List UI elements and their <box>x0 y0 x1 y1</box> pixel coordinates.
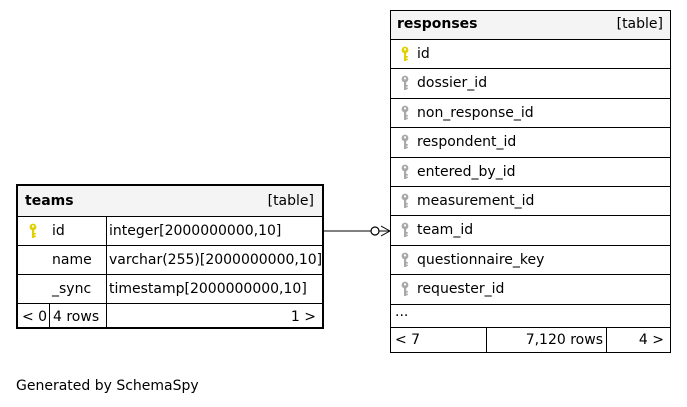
table-header <box>391 11 670 39</box>
foreign-key-icon <box>401 75 409 91</box>
row-divider <box>391 127 670 128</box>
foreign-key-icon <box>401 222 409 238</box>
column-name: id <box>417 46 430 62</box>
column-divider <box>606 327 607 352</box>
table-name: teams <box>25 193 74 209</box>
column-name: requester_id <box>417 281 505 297</box>
column-type: timestamp[2000000000,10] <box>109 281 307 297</box>
column-name: entered_by_id <box>417 164 516 180</box>
column-type: integer[2000000000,10] <box>109 223 282 239</box>
table-header <box>18 186 322 216</box>
column-name: team_id <box>417 222 474 238</box>
row-count: 7,120 rows <box>525 332 603 348</box>
foreign-key-icon <box>401 252 409 268</box>
table-name: responses <box>397 16 478 32</box>
foreign-key-icon <box>401 193 409 209</box>
row-divider <box>391 68 670 69</box>
row-divider <box>391 157 670 158</box>
responses-table[interactable]: responses [table] id dossier_id non_respon… <box>390 10 671 353</box>
column-name: measurement_id <box>417 193 535 209</box>
column-name: respondent_id <box>417 134 517 150</box>
primary-key-icon <box>401 46 409 62</box>
more-columns: ... <box>395 304 409 320</box>
row-divider <box>391 245 670 246</box>
foreign-key-icon <box>401 281 409 297</box>
row-divider <box>18 245 322 246</box>
column-name: id <box>52 223 65 239</box>
row-divider <box>18 303 322 304</box>
parents-count[interactable]: < 0 <box>22 309 48 325</box>
row-divider <box>391 327 670 328</box>
row-divider <box>391 215 670 216</box>
children-count[interactable]: 1 > <box>290 309 316 325</box>
primary-key-icon <box>29 223 37 239</box>
column-name: _sync <box>52 281 92 297</box>
row-divider <box>391 304 670 305</box>
generated-by-text: Generated by SchemaSpy <box>16 378 199 394</box>
row-count: 4 rows <box>53 309 100 325</box>
row-divider <box>391 274 670 275</box>
foreign-key-icon <box>401 164 409 180</box>
row-divider <box>18 274 322 275</box>
column-name: questionnaire_key <box>417 252 545 268</box>
header-divider <box>391 39 670 40</box>
header-divider <box>18 216 322 217</box>
row-divider <box>391 98 670 99</box>
column-divider <box>106 216 107 327</box>
column-type: varchar(255)[2000000000,10] <box>109 252 323 268</box>
table-tag: [table] <box>616 16 663 32</box>
teams-table[interactable]: teams [table] id integer[2000000000,10] na… <box>16 184 324 329</box>
column-name: name <box>52 252 92 268</box>
column-name: non_response_id <box>417 105 534 121</box>
foreign-key-icon <box>401 134 409 150</box>
column-name: dossier_id <box>417 75 488 91</box>
children-count[interactable]: 4 > <box>638 332 664 348</box>
column-divider <box>486 327 487 352</box>
parents-count[interactable]: < 7 <box>395 332 421 348</box>
column-divider <box>49 303 50 327</box>
row-divider <box>391 186 670 187</box>
foreign-key-icon <box>401 105 409 121</box>
table-tag: [table] <box>267 193 314 209</box>
table-row[interactable] <box>391 39 670 68</box>
